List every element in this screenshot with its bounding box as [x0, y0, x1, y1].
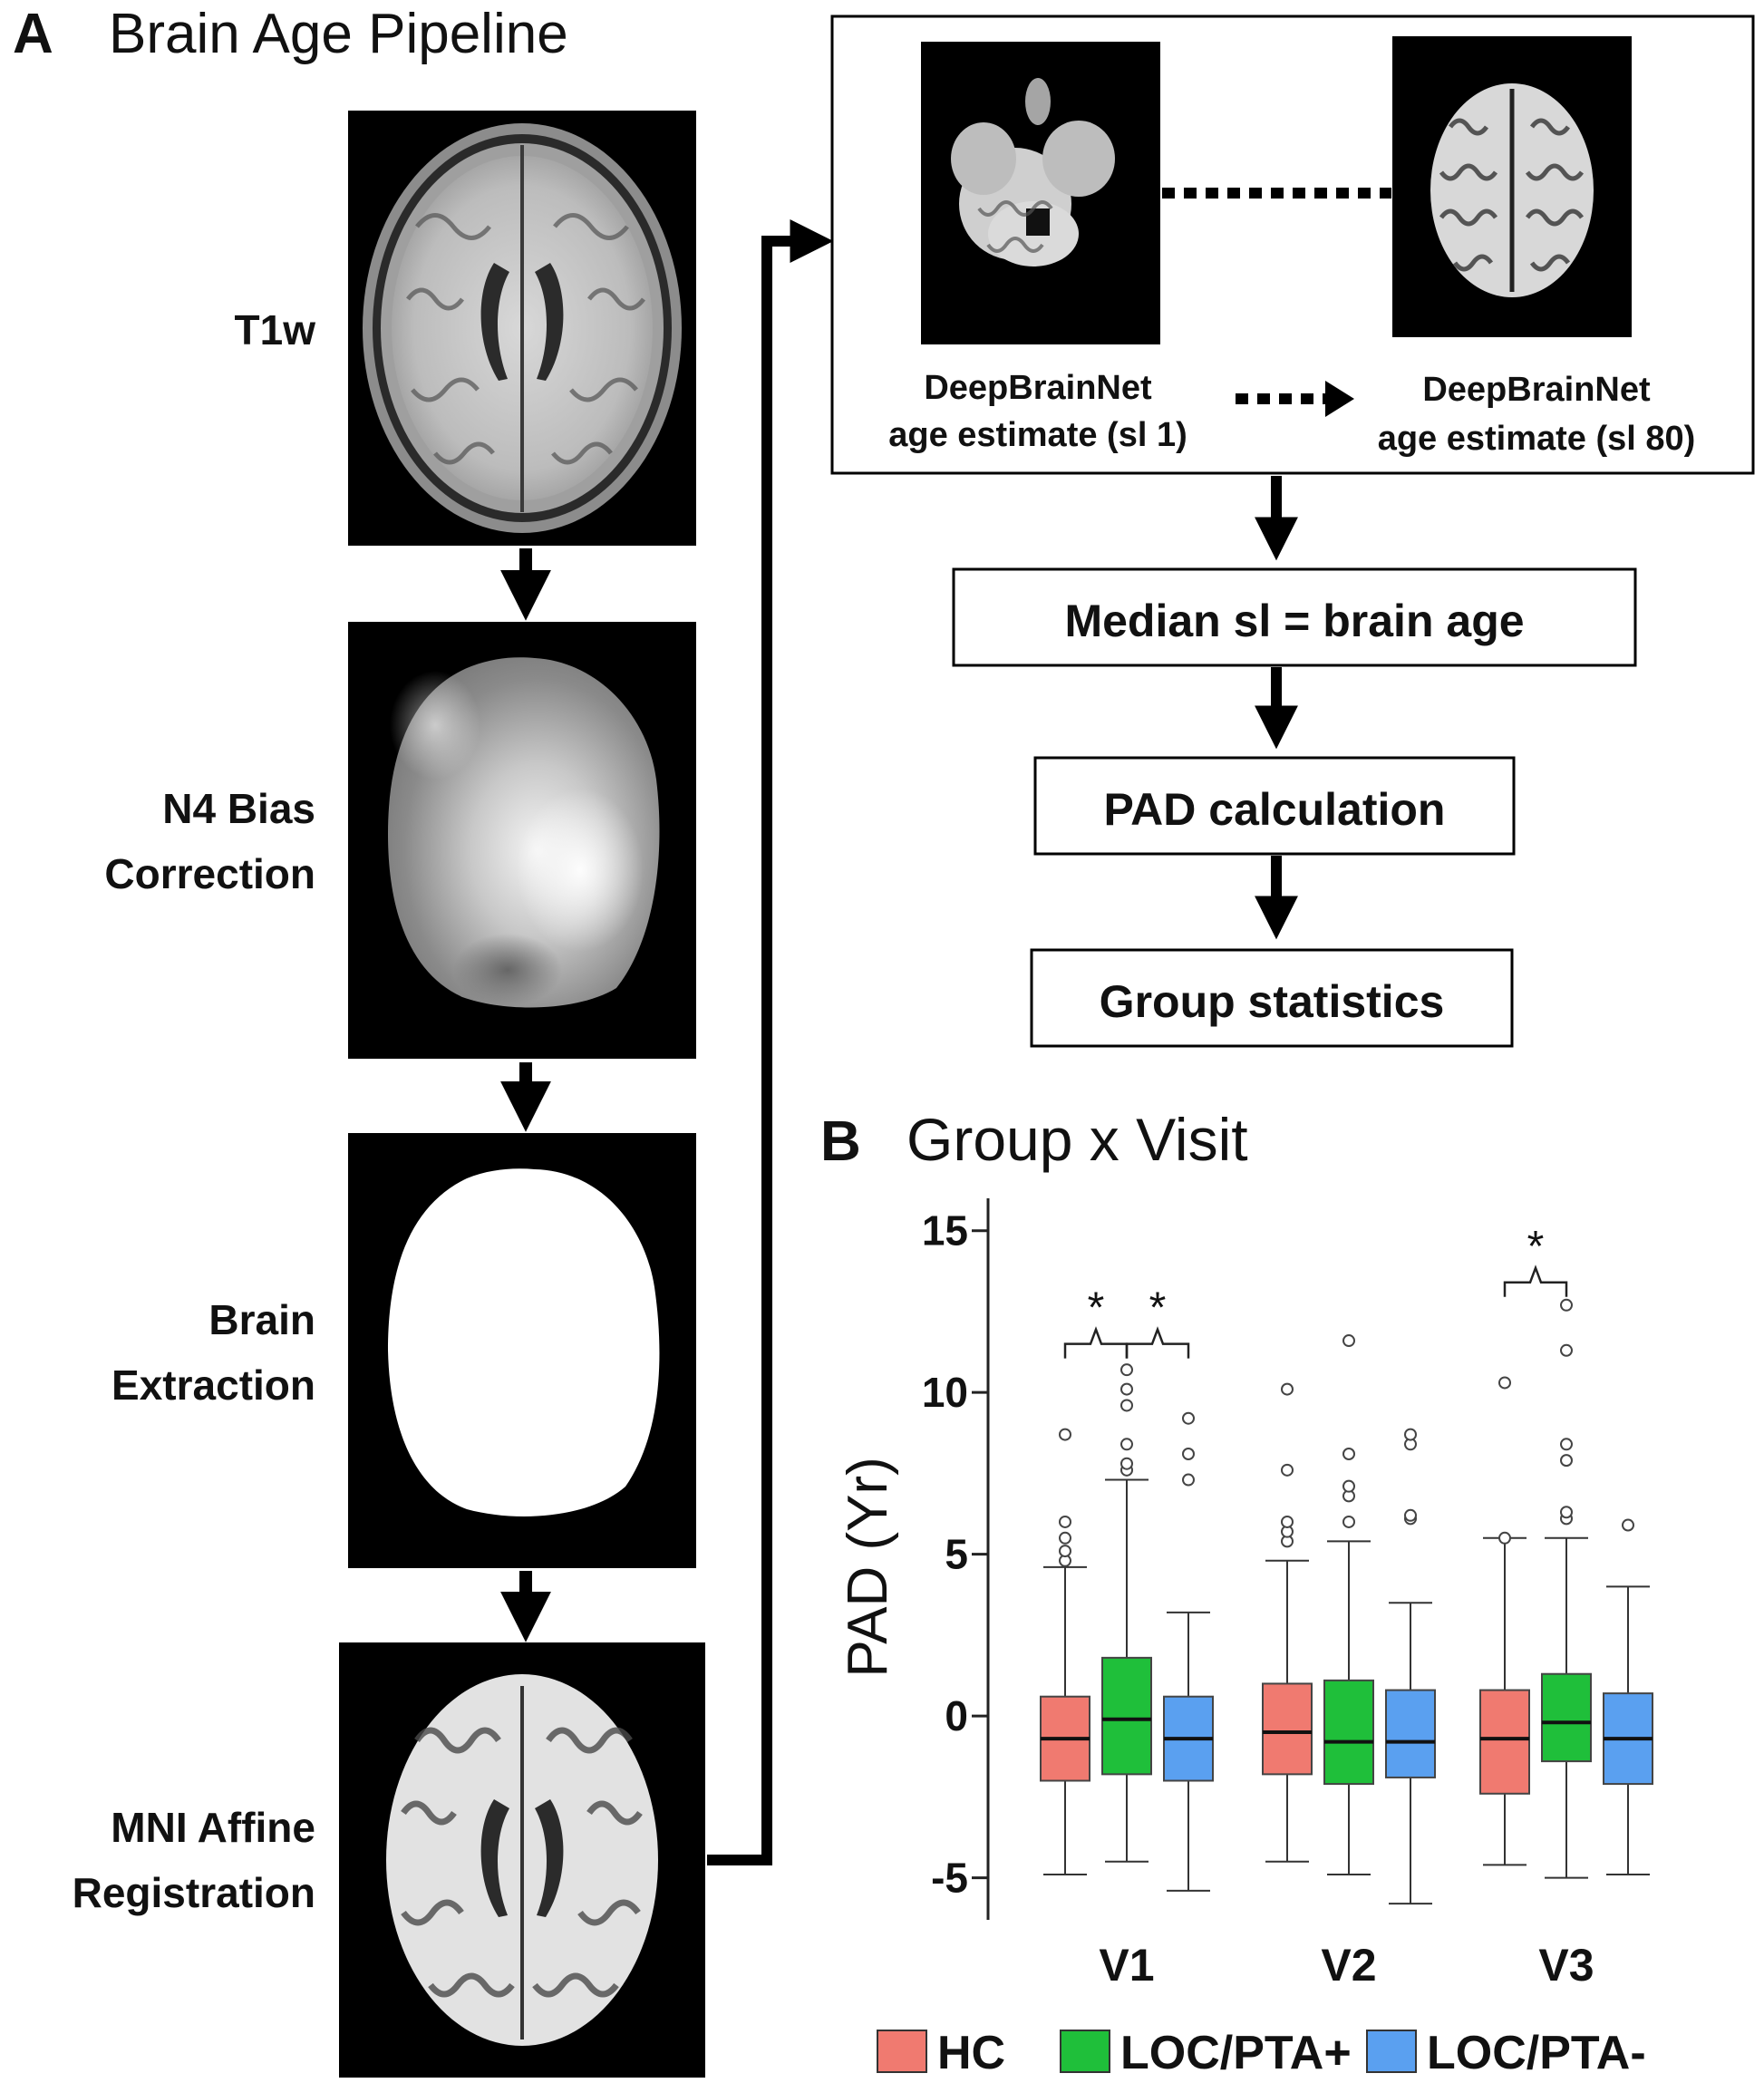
x-tick-label: V3: [1538, 1940, 1594, 1991]
outlier-point: [1059, 1428, 1071, 1441]
slice-1-label: DeepBrainNet age estimate (sl 1): [888, 369, 1187, 454]
x-tick-label: V1: [1099, 1940, 1154, 1991]
outlier-point: [1560, 1343, 1573, 1357]
outlier-point: [1404, 1508, 1417, 1522]
slice-1-image: [921, 42, 1160, 344]
outlier-point: [1120, 1457, 1133, 1470]
mni-registered-image: [339, 1642, 705, 2078]
outlier-point: [1281, 1463, 1294, 1477]
significance-star: *: [1149, 1284, 1167, 1332]
outlier-point: [1059, 1531, 1071, 1545]
outlier-point: [1560, 1298, 1573, 1312]
slice-80-label: DeepBrainNet age estimate (sl 80): [1378, 371, 1696, 458]
svg-text:Extraction: Extraction: [111, 1361, 315, 1409]
outlier-point: [1342, 1447, 1355, 1460]
significance-bracket: [1063, 1326, 1129, 1359]
svg-text:age estimate (sl 1): age estimate (sl 1): [888, 416, 1187, 454]
outlier-point: [1404, 1428, 1417, 1441]
svg-text:N4 Bias: N4 Bias: [162, 785, 315, 832]
legend-swatch: [1366, 2030, 1417, 2073]
legend-swatch: [1060, 2030, 1110, 2073]
svg-text:Registration: Registration: [73, 1869, 315, 1916]
y-tick-label: 5: [945, 1531, 968, 1578]
box-V2-LOCPTA: [1385, 1689, 1436, 1778]
svg-text:Correction: Correction: [104, 850, 315, 897]
outlier-point: [1059, 1515, 1071, 1528]
legend-label: LOC/PTA+: [1120, 2027, 1352, 2079]
legend-swatch: [877, 2030, 927, 2073]
t1w-image: [348, 111, 696, 546]
arrow-mni-to-slices: [707, 219, 834, 1865]
flow-box-median: [952, 567, 1637, 667]
outlier-point: [1498, 1376, 1511, 1390]
svg-text:Brain: Brain: [208, 1296, 315, 1343]
outlier-point: [1120, 1363, 1133, 1377]
outlier-point: [1281, 1515, 1294, 1528]
significance-star: *: [1088, 1284, 1105, 1332]
outlier-point: [1182, 1411, 1195, 1425]
y-tick-label: -5: [931, 1855, 968, 1902]
outlier-point: [1182, 1447, 1195, 1460]
outlier-point: [1342, 1479, 1355, 1493]
step-label-extraction: Brain Extraction: [111, 1296, 315, 1409]
outlier-point: [1560, 1454, 1573, 1468]
step-label-n4: N4 Bias Correction: [104, 785, 315, 897]
svg-text:age estimate (sl 80): age estimate (sl 80): [1378, 420, 1696, 458]
outlier-point: [1498, 1531, 1511, 1545]
y-axis-label: PAD (Yr): [837, 1457, 899, 1677]
outlier-point: [1342, 1334, 1355, 1348]
box-V3-LOCPTA: [1541, 1672, 1592, 1763]
box-V1-LOCPTA: [1101, 1656, 1152, 1776]
y-tick-label: 15: [922, 1207, 968, 1255]
outlier-point: [1622, 1518, 1634, 1532]
outlier-point: [1182, 1473, 1195, 1487]
significance-bracket: [1125, 1326, 1190, 1359]
slice-sequence-arrowhead: [1325, 381, 1354, 417]
svg-text:DeepBrainNet: DeepBrainNet: [1422, 371, 1651, 409]
flow-text-pad: PAD calculation: [1104, 784, 1446, 835]
outlier-point: [1560, 1438, 1573, 1451]
panel-a-letter: A: [13, 3, 53, 65]
outlier-point: [1059, 1545, 1071, 1558]
svg-text:DeepBrainNet: DeepBrainNet: [924, 369, 1152, 407]
box-V2-LOCPTA: [1323, 1679, 1374, 1786]
y-tick-label: 0: [945, 1692, 968, 1739]
significance-bracket: [1503, 1264, 1568, 1297]
step-label-t1w: T1w: [235, 306, 316, 354]
y-tick-label: 10: [922, 1369, 968, 1416]
outlier-point: [1120, 1382, 1133, 1396]
brain-mask-image: [348, 1133, 696, 1568]
slice-80-image: [1392, 36, 1632, 337]
outlier-point: [1120, 1438, 1133, 1451]
step-label-mni: MNI Affine Registration: [73, 1804, 315, 1916]
significance-star: *: [1527, 1223, 1545, 1271]
legend-label: HC: [937, 2027, 1005, 2079]
flow-box-stats: [1030, 948, 1514, 1048]
n4-bias-field-image: [348, 622, 696, 1059]
flow-box-pad: [1033, 756, 1516, 856]
panel-b-letter: B: [820, 1110, 861, 1173]
outlier-point: [1120, 1399, 1133, 1412]
svg-text:T1w: T1w: [235, 306, 316, 354]
panel-a-title: Brain Age Pipeline: [109, 3, 568, 65]
panel-b-title: Group x Visit: [906, 1106, 1248, 1173]
box-V2-HC: [1262, 1682, 1313, 1776]
outlier-point: [1281, 1382, 1294, 1396]
outlier-point: [1560, 1506, 1573, 1519]
legend-label: LOC/PTA-: [1427, 2027, 1646, 2079]
flow-text-stats: Group statistics: [1100, 976, 1445, 1027]
x-tick-label: V2: [1321, 1940, 1376, 1991]
outlier-point: [1342, 1515, 1355, 1528]
svg-text:MNI Affine: MNI Affine: [111, 1804, 315, 1851]
flow-text-median: Median sl = brain age: [1064, 596, 1524, 646]
box-V3-HC: [1479, 1689, 1530, 1795]
